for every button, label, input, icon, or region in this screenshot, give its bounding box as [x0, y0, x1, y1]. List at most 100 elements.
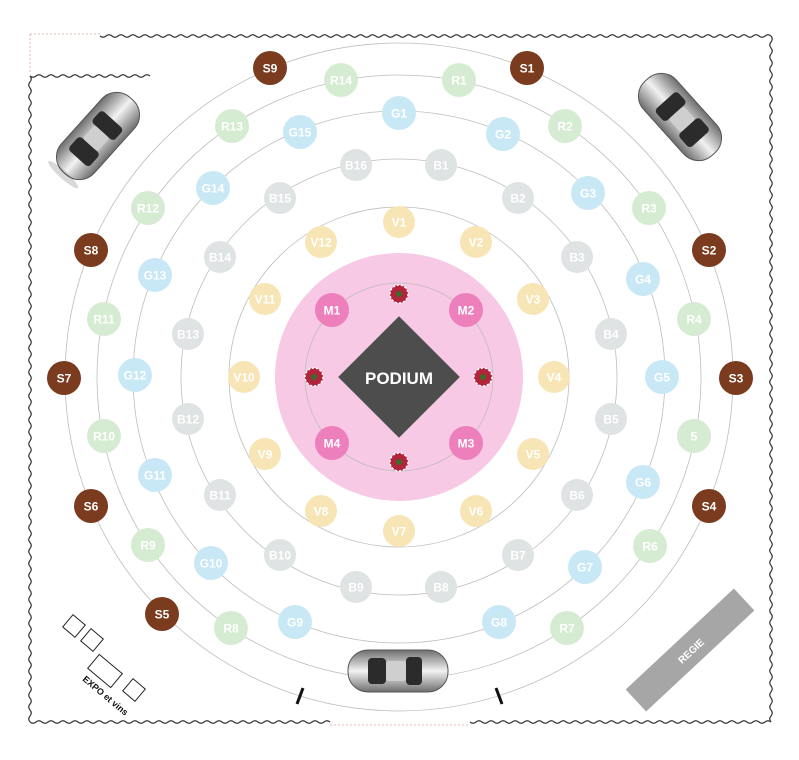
table-m2[interactable]: M2: [449, 293, 483, 327]
table-5[interactable]: 5: [677, 419, 711, 453]
table-g11[interactable]: G11: [138, 458, 172, 492]
table-s6[interactable]: S6: [74, 489, 108, 523]
table-g8[interactable]: G8: [482, 605, 516, 639]
table-v1[interactable]: V1: [383, 206, 415, 238]
table-g10[interactable]: G10: [194, 546, 228, 580]
table-circle: [692, 233, 726, 267]
table-circle: [324, 63, 358, 97]
table-g1[interactable]: G1: [382, 96, 416, 130]
table-circle: [340, 149, 372, 181]
table-label: G6: [635, 476, 651, 490]
table-circle: [249, 438, 281, 470]
table-label: M2: [458, 304, 475, 318]
table-v8[interactable]: V8: [305, 495, 337, 527]
table-b4[interactable]: B4: [595, 318, 627, 350]
table-r6[interactable]: R6: [633, 529, 667, 563]
table-s4[interactable]: S4: [692, 489, 726, 523]
table-circle: [677, 419, 711, 453]
table-label: B6: [569, 489, 585, 503]
table-b13[interactable]: B13: [172, 318, 204, 350]
table-label: G9: [287, 616, 303, 630]
table-b8[interactable]: B8: [425, 571, 457, 603]
table-r3[interactable]: R3: [632, 191, 666, 225]
table-r9[interactable]: R9: [131, 528, 165, 562]
table-v3[interactable]: V3: [517, 283, 549, 315]
table-b15[interactable]: B15: [264, 182, 296, 214]
table-g6[interactable]: G6: [626, 465, 660, 499]
table-v9[interactable]: V9: [249, 438, 281, 470]
table-s1[interactable]: S1: [510, 51, 544, 85]
table-circle: [172, 403, 204, 435]
table-circle: [305, 495, 337, 527]
table-label: V8: [314, 505, 329, 519]
table-r11[interactable]: R11: [87, 302, 121, 336]
table-b6[interactable]: B6: [561, 479, 593, 511]
table-s8[interactable]: S8: [74, 233, 108, 267]
table-r7[interactable]: R7: [550, 611, 584, 645]
table-circle: [719, 361, 753, 395]
table-v12[interactable]: V12: [305, 226, 337, 258]
table-label: M1: [324, 304, 341, 318]
table-g4[interactable]: G4: [626, 262, 660, 296]
table-m3[interactable]: M3: [449, 426, 483, 460]
table-label: G7: [577, 561, 593, 575]
table-g9[interactable]: G9: [278, 605, 312, 639]
table-g5[interactable]: G5: [645, 360, 679, 394]
table-v4[interactable]: V4: [538, 361, 570, 393]
table-g14[interactable]: G14: [196, 171, 230, 205]
table-v6[interactable]: V6: [460, 495, 492, 527]
table-r1[interactable]: R1: [442, 63, 476, 97]
table-label: G5: [654, 371, 670, 385]
table-s7[interactable]: S7: [47, 361, 81, 395]
table-circle: [517, 283, 549, 315]
table-label: M4: [324, 437, 341, 451]
table-circle: [87, 302, 121, 336]
table-circle: [425, 571, 457, 603]
table-circle: [315, 293, 349, 327]
table-g12[interactable]: G12: [118, 358, 152, 392]
table-label: G10: [200, 557, 223, 571]
table-r13[interactable]: R13: [215, 109, 249, 143]
table-r2[interactable]: R2: [548, 109, 582, 143]
table-v7[interactable]: V7: [383, 515, 415, 547]
table-r4[interactable]: R4: [677, 302, 711, 336]
table-g2[interactable]: G2: [486, 117, 520, 151]
table-g3[interactable]: G3: [571, 176, 605, 210]
table-circle: [138, 258, 172, 292]
table-b12[interactable]: B12: [172, 403, 204, 435]
table-m1[interactable]: M1: [315, 293, 349, 327]
table-s3[interactable]: S3: [719, 361, 753, 395]
table-s9[interactable]: S9: [253, 51, 287, 85]
table-g13[interactable]: G13: [138, 258, 172, 292]
table-b10[interactable]: B10: [264, 539, 296, 571]
table-b5[interactable]: B5: [595, 403, 627, 435]
table-b7[interactable]: B7: [502, 539, 534, 571]
table-v5[interactable]: V5: [517, 438, 549, 470]
table-b2[interactable]: B2: [502, 182, 534, 214]
table-g15[interactable]: G15: [283, 115, 317, 149]
table-b16[interactable]: B16: [340, 149, 372, 181]
table-v10[interactable]: V10: [228, 361, 260, 393]
table-circle: [645, 360, 679, 394]
table-label: G4: [635, 273, 651, 287]
table-r14[interactable]: R14: [324, 63, 358, 97]
table-s2[interactable]: S2: [692, 233, 726, 267]
table-b3[interactable]: B3: [561, 241, 593, 273]
table-v11[interactable]: V11: [249, 283, 281, 315]
table-g7[interactable]: G7: [568, 550, 602, 584]
table-v2[interactable]: V2: [460, 226, 492, 258]
table-s5[interactable]: S5: [145, 597, 179, 631]
table-r10[interactable]: R10: [87, 419, 121, 453]
table-b9[interactable]: B9: [340, 571, 372, 603]
table-b11[interactable]: B11: [204, 479, 236, 511]
table-circle: [264, 539, 296, 571]
table-b14[interactable]: B14: [204, 241, 236, 273]
table-r12[interactable]: R12: [131, 191, 165, 225]
table-label: R10: [93, 430, 115, 444]
table-circle: [561, 241, 593, 273]
table-r8[interactable]: R8: [214, 611, 248, 645]
table-label: R9: [140, 539, 156, 553]
table-b1[interactable]: B1: [425, 149, 457, 181]
table-m4[interactable]: M4: [315, 426, 349, 460]
table-label: S3: [729, 372, 744, 386]
